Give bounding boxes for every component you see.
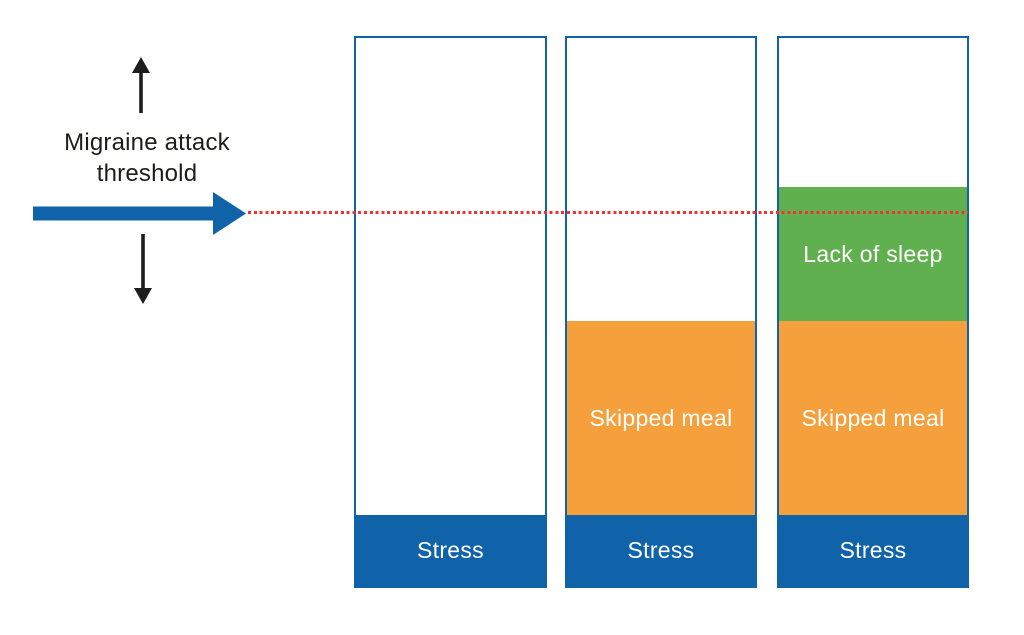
threshold-label-line1: Migraine attack bbox=[64, 129, 230, 156]
segment-label: Stress bbox=[417, 537, 484, 563]
segment-label: Skipped meal bbox=[589, 404, 733, 431]
segment-label: Lack of sleep bbox=[803, 240, 943, 267]
segment-label: Stress bbox=[627, 537, 695, 563]
bar-2: Stress Skipped meal bbox=[565, 36, 757, 588]
segment-stress: Stress bbox=[356, 515, 545, 586]
threshold-arrow-icon bbox=[33, 192, 246, 235]
threshold-label-line2: threshold bbox=[96, 160, 198, 187]
segment-label: Stress bbox=[839, 537, 907, 563]
down-arrow-icon bbox=[134, 234, 152, 304]
segment-skipped-meal: Skipped meal bbox=[567, 321, 755, 515]
segment-stress: Stress bbox=[779, 515, 967, 586]
bar-1: Stress bbox=[354, 36, 547, 588]
bar-3: Stress Skipped meal Lack of sleep bbox=[777, 36, 969, 588]
threshold-line bbox=[248, 211, 968, 214]
segment-label: Skipped meal bbox=[801, 404, 945, 431]
segment-stress: Stress bbox=[567, 515, 755, 586]
threshold-label: Migraine attack threshold bbox=[40, 127, 254, 189]
up-arrow-icon bbox=[132, 57, 150, 113]
segment-lack-of-sleep: Lack of sleep bbox=[779, 187, 967, 321]
segment-skipped-meal: Skipped meal bbox=[779, 321, 967, 515]
